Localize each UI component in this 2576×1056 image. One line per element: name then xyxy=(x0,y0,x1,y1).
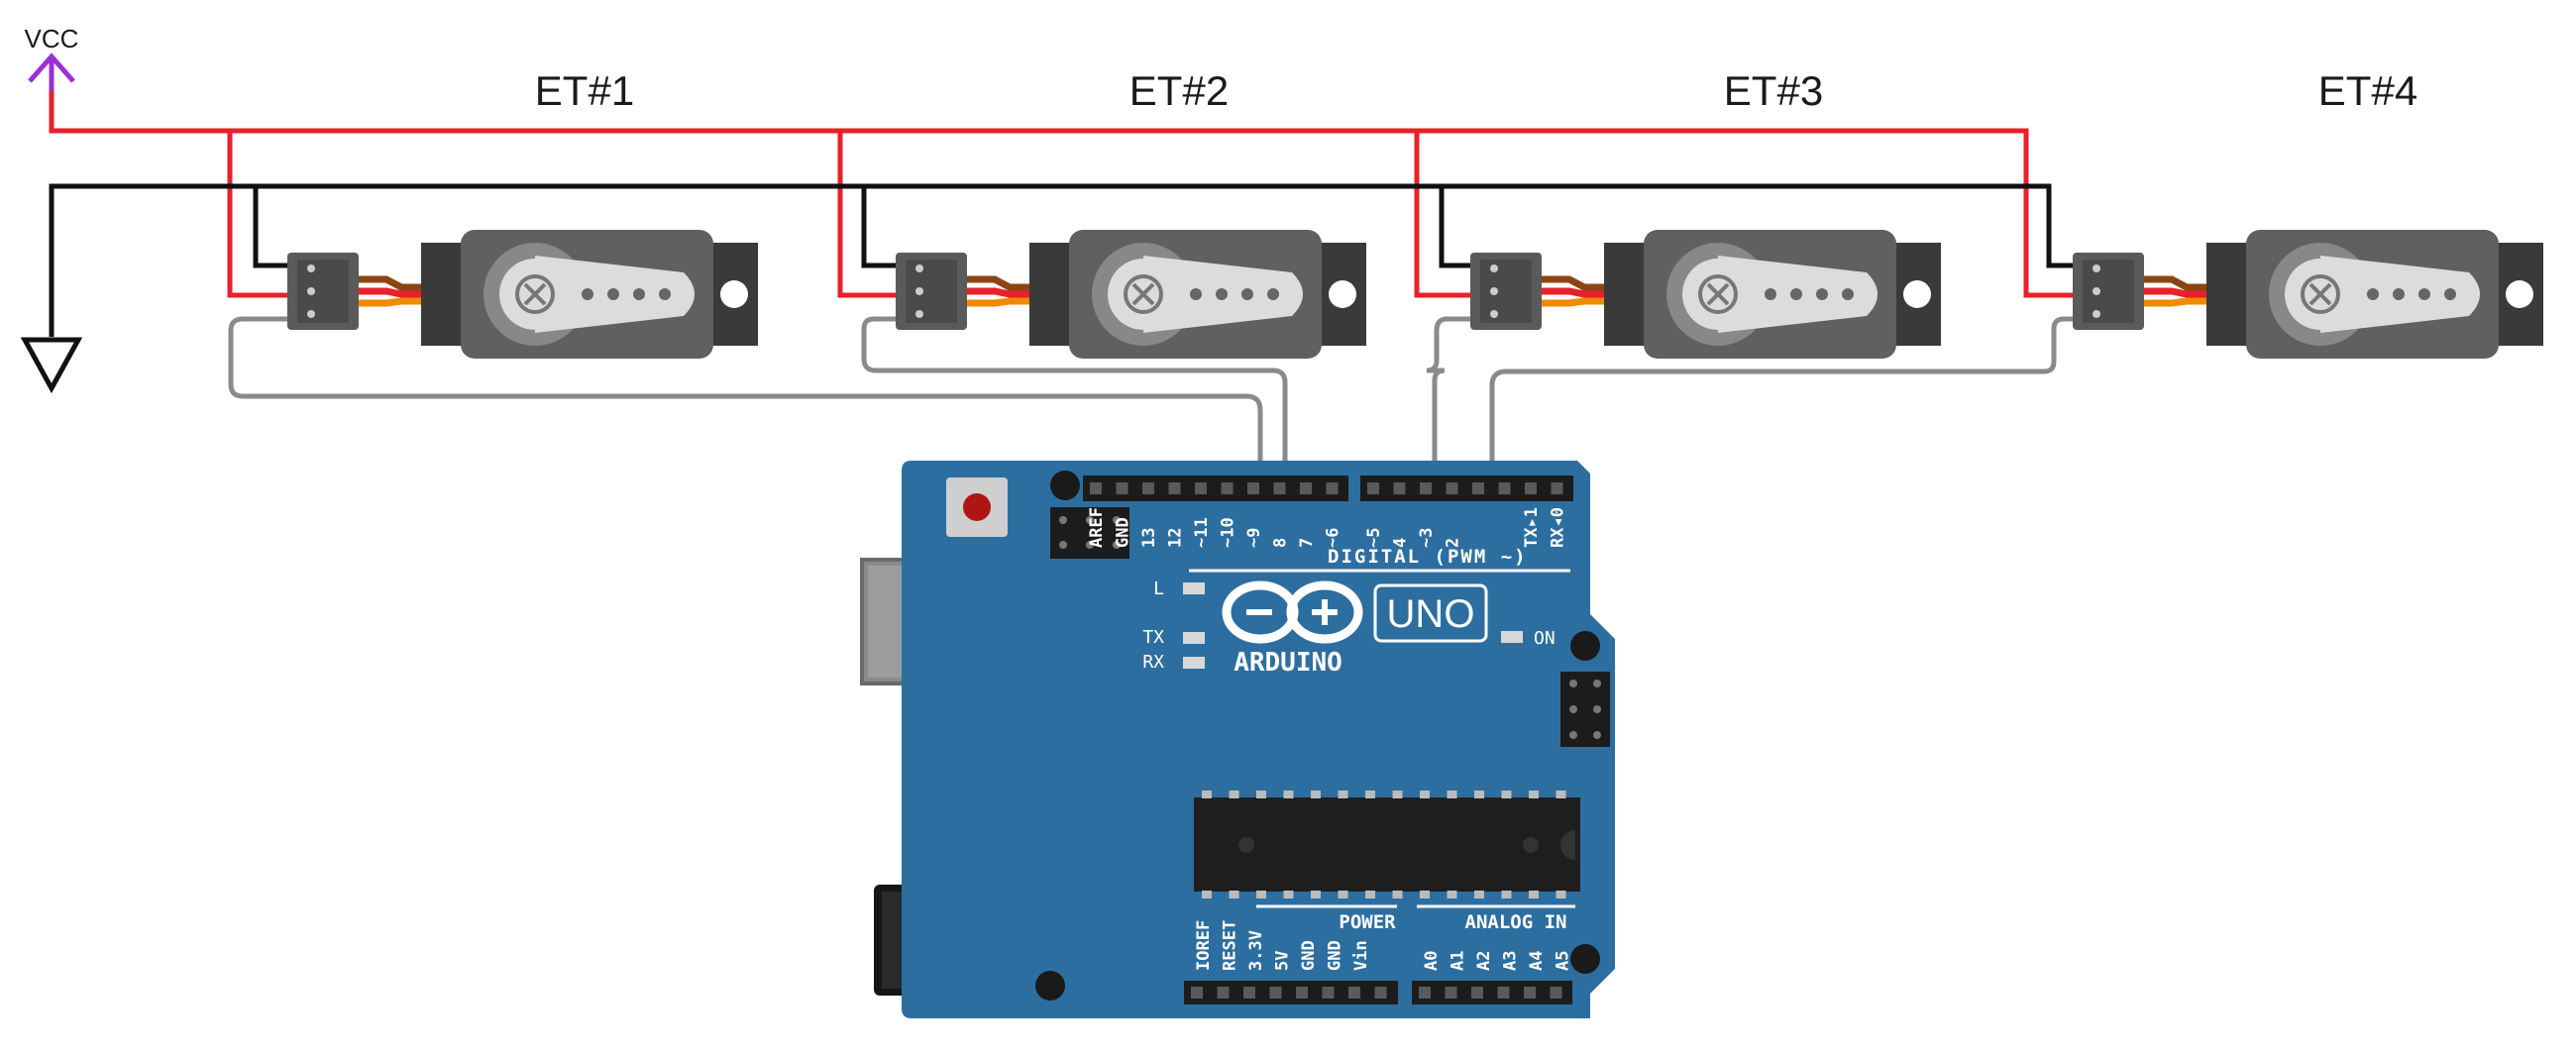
led-rx: RX xyxy=(1142,652,1205,673)
power-pin-labels: IOREF RESET 3.3V 5V GND GND Vin xyxy=(1194,920,1371,971)
svg-text:RX: RX xyxy=(1142,652,1164,673)
digital-header-label: DIGITAL (PWM ~) xyxy=(1328,546,1528,568)
power-pin-label-2: 3.3V xyxy=(1246,930,1266,971)
servo-et3: ET#3 xyxy=(1470,67,1941,359)
icsp-header xyxy=(1050,507,1129,559)
analog-pin-labels: A0 A1 A2 A3 A4 A5 xyxy=(1422,951,1573,971)
digital-pin-label-2: 13 xyxy=(1139,528,1159,548)
icsp-header-2 xyxy=(1560,672,1610,747)
power-header-label: POWER xyxy=(1339,911,1396,933)
digital-pin-label-15: RX◂0 xyxy=(1549,507,1568,548)
reset-button[interactable] xyxy=(946,477,1008,537)
servo-et4: ET#4 xyxy=(2073,67,2543,359)
digital-pin-label-14: TX▸1 xyxy=(1522,507,1542,548)
servo-label-et2: ET#2 xyxy=(1129,67,1229,114)
svg-text:ON: ON xyxy=(1534,628,1556,649)
analog-pin-label-3: A3 xyxy=(1501,951,1521,971)
analog-pin-label-2: A2 xyxy=(1474,951,1494,971)
analog-pin-label-1: A1 xyxy=(1449,951,1468,971)
digital-pin-label-13: 2 xyxy=(1444,538,1463,548)
digital-pin-label-0: AREF xyxy=(1087,507,1107,548)
power-pin-label-1: RESET xyxy=(1221,920,1240,971)
power-pin-label-0: IOREF xyxy=(1194,920,1214,971)
digital-pin-label-6: ~9 xyxy=(1244,528,1264,548)
ground-bus xyxy=(49,183,2081,268)
power-pin-label-3: 5V xyxy=(1273,951,1293,971)
analog-header-label: ANALOG IN xyxy=(1465,911,1567,933)
svg-text:L: L xyxy=(1153,579,1164,599)
signal-wires xyxy=(228,316,2081,487)
digital-pin-label-11: 4 xyxy=(1391,538,1411,548)
led-on: ON xyxy=(1501,628,1556,649)
digital-pin-label-8: 7 xyxy=(1297,538,1317,548)
digital-pin-label-9: ~6 xyxy=(1324,528,1343,548)
vcc-symbol: VCC xyxy=(25,24,79,91)
vcc-label: VCC xyxy=(25,24,79,53)
svg-text:TX: TX xyxy=(1142,627,1164,648)
servo-label-et3: ET#3 xyxy=(1724,67,1823,114)
led-l: L xyxy=(1153,579,1205,599)
analog-pin-label-0: A0 xyxy=(1422,951,1442,971)
digital-pin-label-3: 12 xyxy=(1166,528,1186,548)
digital-pin-label-1: GND xyxy=(1114,517,1133,548)
analog-pin-label-4: A4 xyxy=(1527,951,1547,971)
power-pin-label-6: Vin xyxy=(1351,940,1371,971)
ground-icon xyxy=(20,337,83,394)
servo-et1: ET#1 xyxy=(287,67,758,359)
led-tx: TX xyxy=(1142,627,1205,648)
analog-header xyxy=(1412,981,1572,1004)
servo-label-et1: ET#1 xyxy=(535,67,634,114)
vcc-arrow-icon xyxy=(28,53,75,91)
analog-pin-label-5: A5 xyxy=(1554,951,1573,971)
digital-pin-label-12: ~3 xyxy=(1417,528,1437,548)
power-pin-label-5: GND xyxy=(1326,940,1345,971)
board-brand: ARDUINO xyxy=(1234,648,1342,678)
servo-et2: ET#2 xyxy=(896,67,1366,359)
microcontroller-chip xyxy=(1194,797,1580,892)
servo-label-et4: ET#4 xyxy=(2318,67,2417,114)
arduino-logo-icon xyxy=(1222,581,1363,644)
digital-pin-label-7: 8 xyxy=(1271,538,1291,548)
ground-symbol xyxy=(20,193,83,394)
power-pin-label-4: GND xyxy=(1299,940,1319,971)
digital-pin-label-10: ~5 xyxy=(1364,528,1384,548)
power-header xyxy=(1184,981,1398,1004)
board-model: UNO xyxy=(1387,592,1475,636)
digital-pin-label-5: ~10 xyxy=(1219,517,1238,548)
digital-header-b xyxy=(1360,475,1573,501)
digital-pin-label-4: ~11 xyxy=(1192,517,1212,548)
